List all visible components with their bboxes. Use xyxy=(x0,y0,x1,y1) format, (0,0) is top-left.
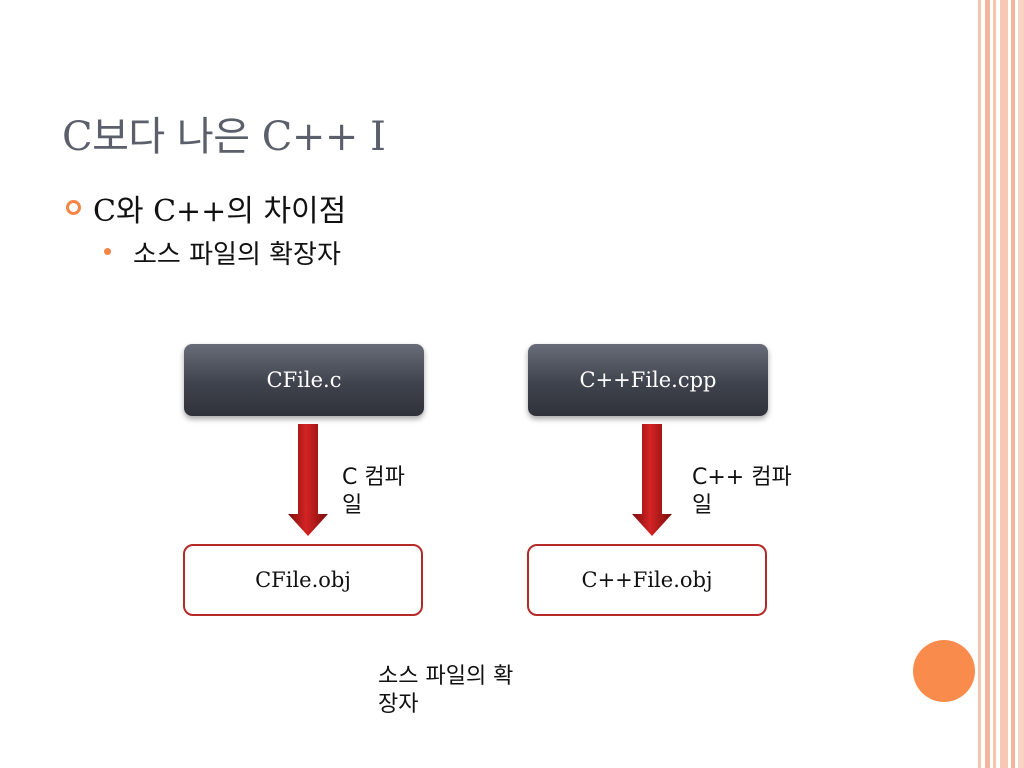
ring-bullet-icon xyxy=(66,200,81,215)
decor-stripe xyxy=(1018,0,1024,768)
decor-stripe xyxy=(1000,0,1008,768)
object-file-c-box: CFile.obj xyxy=(183,544,423,616)
diagram-caption: 소스 파일의 확 장자 xyxy=(378,664,514,717)
compile-c-label: C 컴파 일 xyxy=(342,465,405,518)
object-file-cpp-box: C++File.obj xyxy=(527,544,767,616)
down-arrow-icon xyxy=(288,424,328,536)
compile-cpp-label: C++ 컴파 일 xyxy=(692,465,792,518)
source-file-c-box: CFile.c xyxy=(184,344,424,416)
decor-stripe xyxy=(1011,0,1015,768)
down-arrow-icon xyxy=(632,424,672,536)
decor-stripe xyxy=(978,0,981,768)
decor-circle xyxy=(913,640,975,702)
bullet-level1-text: C와 C++의 차이점 xyxy=(93,194,347,229)
slide-title: C보다 나은 C++ I xyxy=(62,114,386,160)
source-file-cpp-box: C++File.cpp xyxy=(528,344,768,416)
decor-stripe xyxy=(993,0,996,768)
decor-stripe xyxy=(985,0,990,768)
bullet-level2-text: 소스 파일의 확장자 xyxy=(133,240,341,270)
dot-bullet-icon xyxy=(104,248,111,255)
